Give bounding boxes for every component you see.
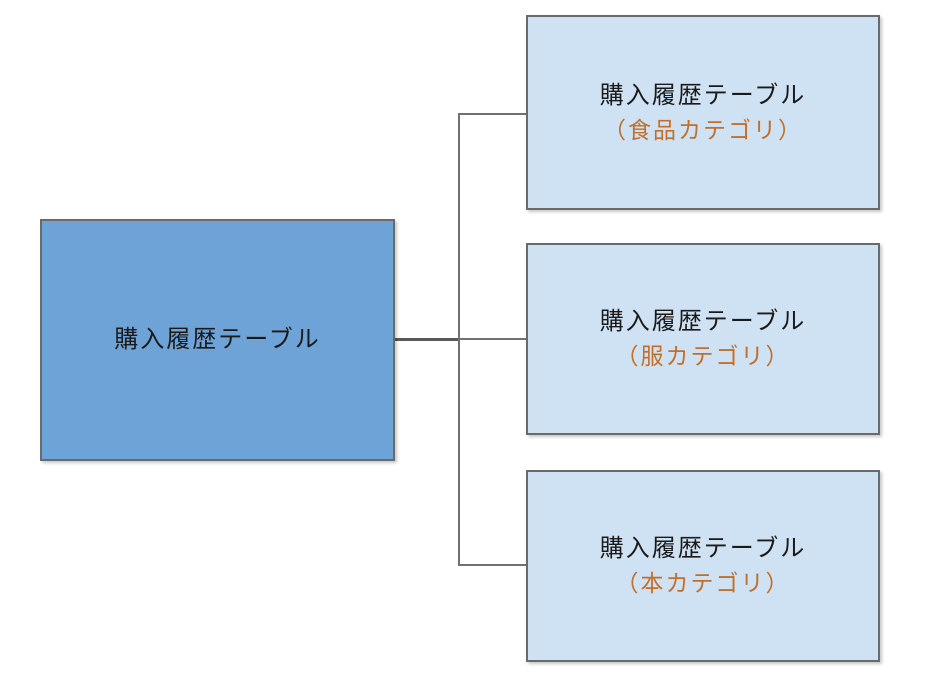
connector-branch-books xyxy=(459,564,526,566)
node-books-category: 購入履歴テーブル （本カテゴリ） xyxy=(526,470,880,662)
connector-stem xyxy=(395,338,459,341)
connector-branch-food xyxy=(459,113,526,115)
node-clothes-category: 購入履歴テーブル （服カテゴリ） xyxy=(526,243,880,435)
node-food-label: 購入履歴テーブル xyxy=(599,81,807,109)
node-books-sublabel: （本カテゴリ） xyxy=(615,570,791,596)
node-food-sublabel: （食品カテゴリ） xyxy=(603,116,803,143)
node-food-category: 購入履歴テーブル （食品カテゴリ） xyxy=(526,15,880,210)
node-root-label: 購入履歴テーブル xyxy=(114,326,321,353)
node-clothes-label: 購入履歴テーブル xyxy=(599,308,807,335)
node-books-label: 購入履歴テーブル xyxy=(599,535,807,562)
node-purchase-history-root: 購入履歴テーブル xyxy=(40,219,395,461)
node-clothes-sublabel: （服カテゴリ） xyxy=(615,343,791,369)
connector-branch-clothes xyxy=(459,338,526,340)
